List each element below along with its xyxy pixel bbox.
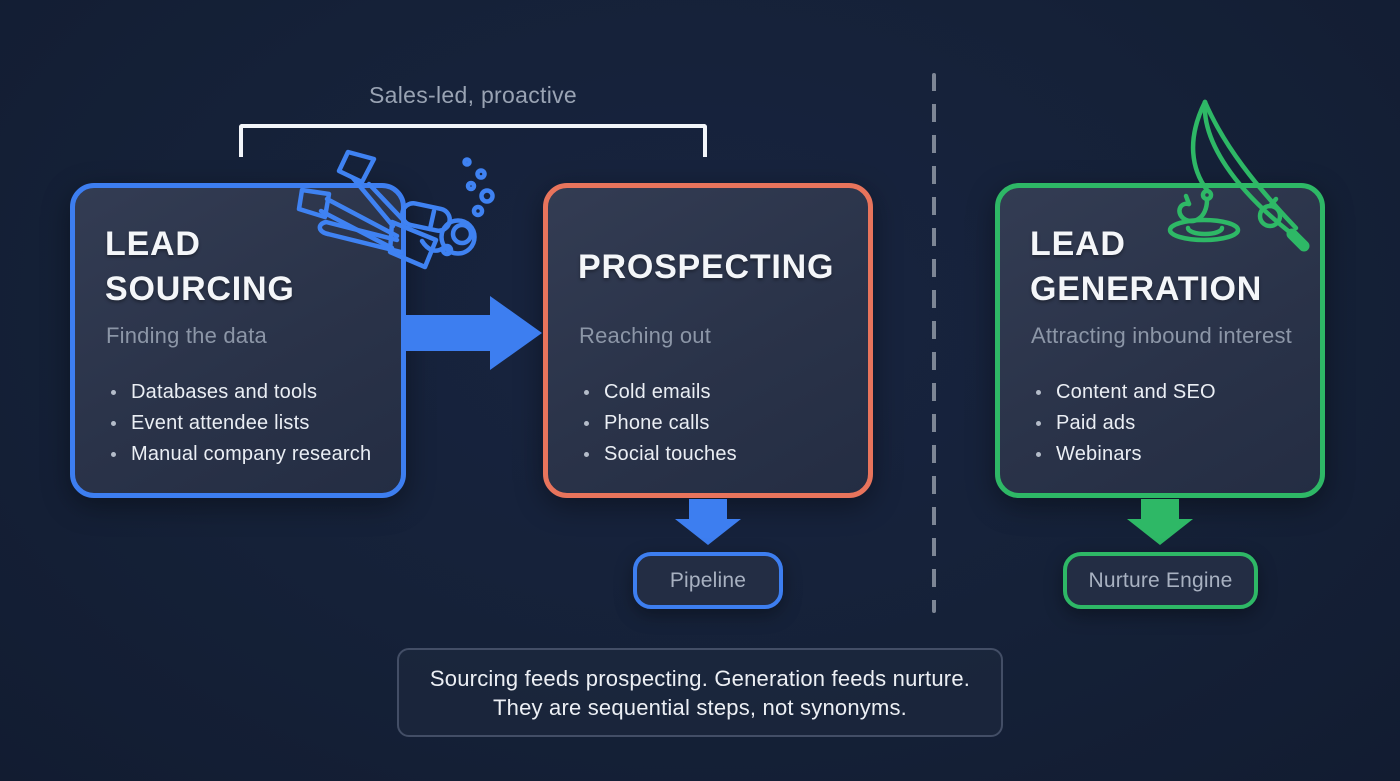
- bullet-text: Cold emails: [604, 381, 711, 403]
- bullet-item: Paid ads: [1031, 408, 1308, 439]
- card-subtitle: Attracting inbound interest: [1031, 323, 1292, 348]
- bullet-dot: [111, 421, 116, 426]
- card-subtitle: Reaching out: [579, 323, 712, 348]
- title-line: GENERATION: [1030, 270, 1263, 308]
- sales-led-bracket: [239, 124, 707, 157]
- title-line: PROSPECTING: [578, 247, 835, 286]
- title-line: LEAD: [105, 225, 201, 263]
- bullet-item: Content and SEO: [1031, 377, 1308, 408]
- nurture-engine-pill: Nurture Engine: [1063, 552, 1258, 609]
- bullet-dot: [1036, 421, 1041, 426]
- bullet-list: Databases and tools Event attendee lists…: [106, 377, 389, 470]
- bullet-item: Webinars: [1031, 439, 1308, 470]
- bullet-item: Manual company research: [106, 439, 389, 470]
- bullet-dot: [1036, 390, 1041, 395]
- pipeline-pill: Pipeline: [633, 552, 783, 609]
- bullet-dot: [111, 390, 116, 395]
- card-lead-generation: LEAD GENERATION Attracting inbound inter…: [995, 183, 1325, 498]
- note-line-2: They are sequential steps, not synonyms.: [493, 694, 907, 720]
- bullet-text: Databases and tools: [131, 381, 318, 403]
- note-box: Sourcing feeds prospecting. Generation f…: [397, 648, 1003, 737]
- bullet-text: Content and SEO: [1056, 381, 1216, 403]
- flow-arrow-down-green: [1127, 499, 1193, 545]
- bullet-dot: [1036, 452, 1041, 457]
- bullet-item: Event attendee lists: [106, 408, 389, 439]
- card-lead-sourcing: LEAD SOURCING Finding the data Databases…: [70, 183, 406, 498]
- title-line: LEAD: [1030, 225, 1126, 263]
- nurture-engine-label: Nurture Engine: [1088, 568, 1233, 592]
- flow-arrow-right: [402, 296, 542, 370]
- bullet-text: Paid ads: [1056, 412, 1136, 434]
- bullet-list: Cold emails Phone calls Social touches: [579, 377, 856, 470]
- bullet-text: Phone calls: [604, 412, 710, 434]
- card-title: LEAD SOURCING: [105, 222, 387, 312]
- bullet-text: Social touches: [604, 443, 737, 465]
- card-prospecting: PROSPECTING Reaching out Cold emails Pho…: [543, 183, 873, 498]
- card-title: LEAD GENERATION: [1030, 222, 1306, 312]
- bullet-dot: [111, 452, 116, 457]
- note-line-1: Sourcing feeds prospecting. Generation f…: [429, 665, 971, 691]
- bullet-text: Webinars: [1056, 443, 1142, 465]
- fishing-rod-icon: [1167, 99, 1310, 252]
- bullet-item: Phone calls: [579, 408, 856, 439]
- pipeline-label: Pipeline: [669, 568, 747, 592]
- bullet-dot: [584, 421, 589, 426]
- bullet-dot: [584, 390, 589, 395]
- flow-arrow-down-blue: [675, 499, 741, 545]
- bullet-text: Manual company research: [131, 443, 372, 465]
- bullet-item: Cold emails: [579, 377, 856, 408]
- bullet-dot: [584, 452, 589, 457]
- section-divider: [932, 73, 936, 613]
- card-title: PROSPECTING: [578, 222, 854, 312]
- card-subtitle: Finding the data: [106, 323, 267, 348]
- bullet-item: Databases and tools: [106, 377, 389, 408]
- bullet-list: Content and SEO Paid ads Webinars: [1031, 377, 1308, 470]
- bullet-text: Event attendee lists: [131, 412, 310, 434]
- scuba-diver-icon: [296, 149, 495, 270]
- bracket-label: Sales-led, proactive: [369, 82, 577, 108]
- title-line: SOURCING: [105, 270, 295, 308]
- bullet-item: Social touches: [579, 439, 856, 470]
